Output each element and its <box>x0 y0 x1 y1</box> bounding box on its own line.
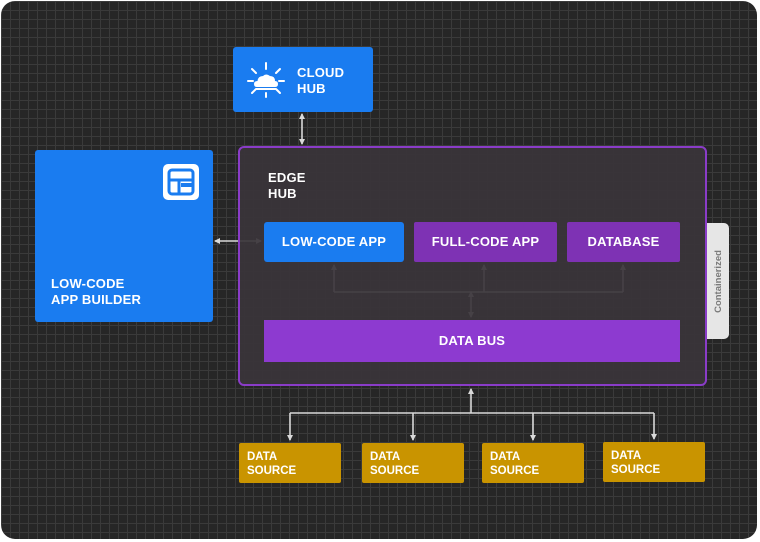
data-source-4-line1: DATA <box>611 450 642 462</box>
containerized-label: Containerized <box>712 249 724 313</box>
data-bus-node[interactable]: DATA BUS <box>264 320 680 362</box>
database-node[interactable]: DATABASE <box>567 222 680 262</box>
data-source-4-line2: SOURCE <box>611 464 661 476</box>
low-code-app-node[interactable]: LOW-CODE APP <box>264 222 404 262</box>
cloud-hub-label-line2: HUB <box>297 81 326 96</box>
data-source-2-line2: SOURCE <box>370 465 420 477</box>
data-source-2[interactable]: DATA SOURCE <box>362 443 464 483</box>
app-builder-label-line2: APP BUILDER <box>51 292 142 307</box>
cloud-network-icon <box>247 62 285 98</box>
edge-hub-label-line1: EDGE <box>268 170 306 185</box>
data-source-3-line2: SOURCE <box>490 465 540 477</box>
data-source-1-line2: SOURCE <box>247 465 297 477</box>
full-code-app-label: FULL-CODE APP <box>431 234 540 249</box>
cloud-hub-label-line1: CLOUD <box>297 65 345 80</box>
data-source-1-line1: DATA <box>247 451 278 463</box>
data-source-4[interactable]: DATA SOURCE <box>603 442 705 482</box>
full-code-app-node[interactable]: FULL-CODE APP <box>414 222 557 262</box>
low-code-app-builder-node[interactable]: LOW-CODE APP BUILDER <box>35 150 213 322</box>
app-builder-label-line1: LOW-CODE <box>51 276 125 291</box>
app-builder-logo-icon <box>163 164 199 200</box>
data-bus-label: DATA BUS <box>438 333 506 348</box>
data-source-3[interactable]: DATA SOURCE <box>482 443 584 483</box>
database-label: DATABASE <box>587 234 660 249</box>
cloud-hub-node[interactable]: CLOUD HUB <box>233 47 373 112</box>
data-source-1[interactable]: DATA SOURCE <box>239 443 341 483</box>
containerized-tab: Containerized <box>707 223 729 339</box>
edge-hub-label-line2: HUB <box>268 186 297 201</box>
data-source-2-line1: DATA <box>370 451 401 463</box>
data-source-3-line1: DATA <box>490 451 521 463</box>
low-code-app-label: LOW-CODE APP <box>281 234 387 249</box>
